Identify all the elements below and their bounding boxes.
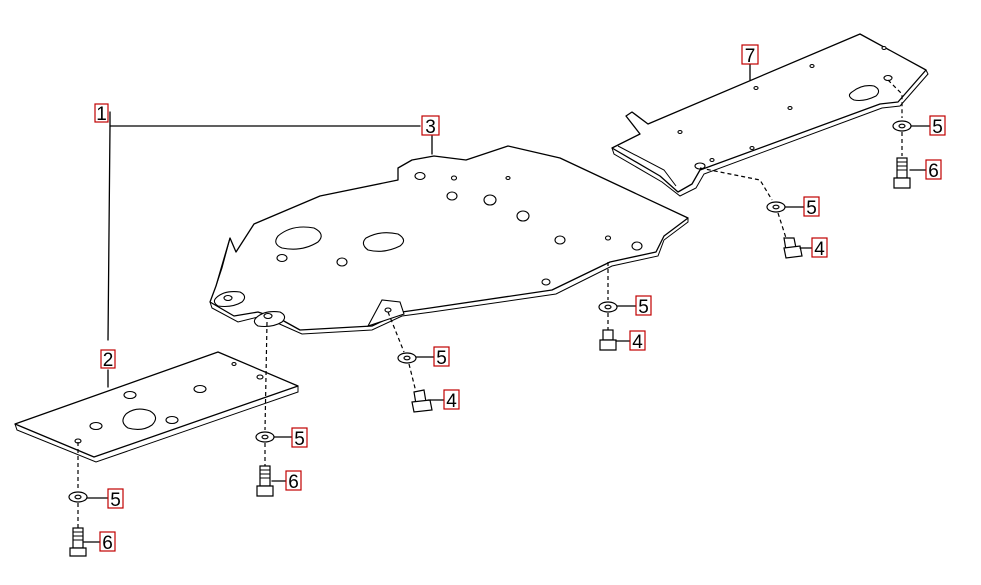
svg-text:5: 5 xyxy=(436,348,447,369)
fastener-stack-e xyxy=(699,167,803,259)
svg-text:7: 7 xyxy=(745,46,756,67)
svg-text:4: 4 xyxy=(814,239,825,260)
svg-text:5: 5 xyxy=(932,117,943,138)
fastener-stack-a xyxy=(68,442,88,557)
main-skid-plate-part-3 xyxy=(209,135,689,335)
svg-text:4: 4 xyxy=(632,332,643,353)
callout-5-rear: 5 xyxy=(635,295,652,318)
front-skid-plate-part-2 xyxy=(14,351,299,463)
bracket-leader-1 xyxy=(107,111,421,341)
callout-5-part7-right: 5 xyxy=(929,115,946,138)
svg-text:5: 5 xyxy=(806,198,817,219)
callout-7: 7 xyxy=(741,44,759,67)
callout-5-boss: 5 xyxy=(291,427,308,450)
callout-4-center: 4 xyxy=(443,389,460,412)
svg-text:5: 5 xyxy=(638,297,649,318)
svg-text:4: 4 xyxy=(446,391,457,412)
svg-text:1: 1 xyxy=(96,104,107,125)
fastener-stack-c xyxy=(387,311,433,413)
svg-text:5: 5 xyxy=(294,429,305,450)
callout-6-boss: 6 xyxy=(285,470,302,493)
rear-skid-plate-part-7 xyxy=(611,33,929,197)
svg-text:2: 2 xyxy=(103,350,114,371)
callout-6-part7: 6 xyxy=(925,159,942,182)
callout-6-front: 6 xyxy=(99,531,116,554)
callout-2: 2 xyxy=(100,349,116,371)
callout-3: 3 xyxy=(421,115,440,138)
callout-1: 1 xyxy=(94,103,109,125)
callout-4-rear: 4 xyxy=(629,330,646,353)
callout-5-center: 5 xyxy=(433,346,450,369)
fastener-stack-d xyxy=(598,262,618,351)
fastener-stack-b xyxy=(255,321,275,497)
svg-text:6: 6 xyxy=(102,533,113,554)
callout-5-front: 5 xyxy=(107,488,124,511)
callout-leaders xyxy=(83,125,931,543)
svg-text:5: 5 xyxy=(110,490,121,511)
svg-text:3: 3 xyxy=(425,117,436,138)
svg-text:6: 6 xyxy=(928,161,939,182)
callout-5-part7-left: 5 xyxy=(803,196,820,219)
svg-text:6: 6 xyxy=(288,472,299,493)
callout-4-right: 4 xyxy=(811,237,828,260)
